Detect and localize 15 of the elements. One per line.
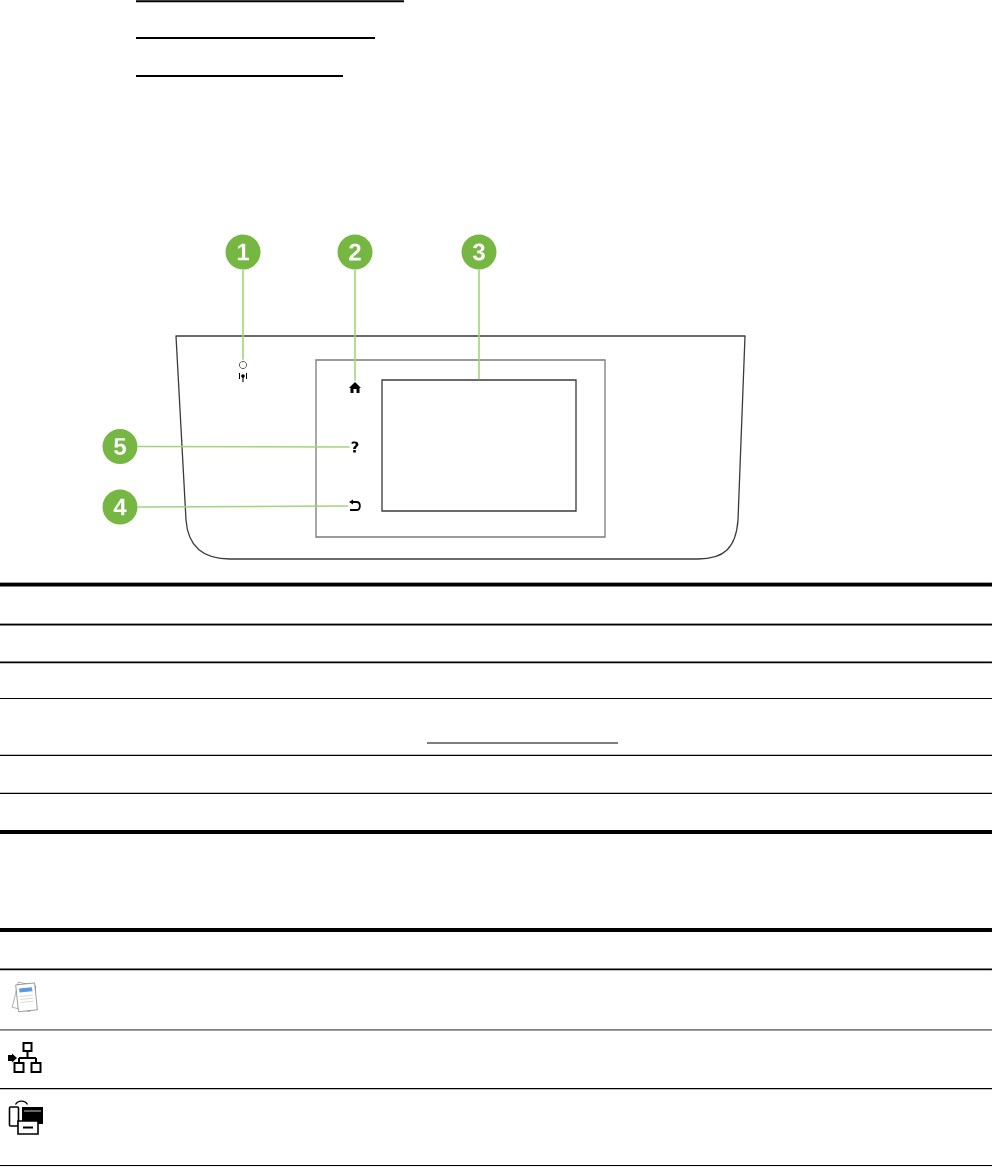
leader-line bbox=[136, 445, 351, 448]
leader-line bbox=[136, 505, 350, 508]
callout-number: 5 bbox=[102, 429, 138, 464]
callout-number: 4 bbox=[102, 489, 138, 525]
touch-screen bbox=[381, 379, 577, 512]
leader-line bbox=[354, 268, 356, 382]
wireless-light-icon bbox=[239, 361, 247, 383]
home-icon bbox=[349, 382, 361, 393]
callout-number: 3 bbox=[461, 234, 497, 270]
callout-number: 1 bbox=[225, 234, 261, 270]
callout-number: 2 bbox=[337, 234, 373, 270]
back-icon bbox=[349, 499, 361, 511]
help-symbol: ? bbox=[351, 441, 359, 453]
leader-line bbox=[242, 268, 244, 361]
leader-line bbox=[478, 268, 480, 381]
